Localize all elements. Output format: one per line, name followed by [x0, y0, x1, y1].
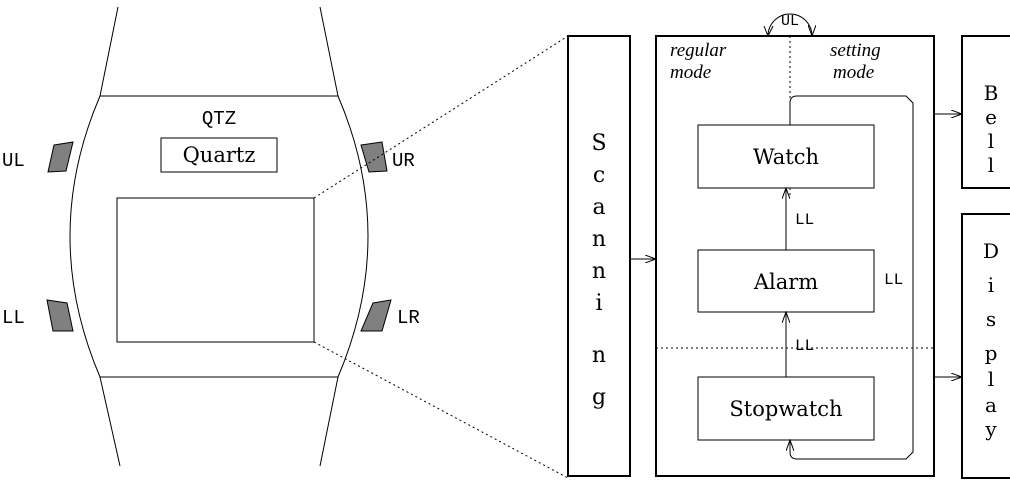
controller-box — [655, 35, 935, 477]
watch-drawing — [69, 6, 369, 467]
watch-brand: QTZ — [202, 108, 236, 130]
watch-strap-bottom — [99, 376, 339, 467]
button-lower-left[interactable] — [46, 299, 74, 332]
button-label-ur: UR — [392, 150, 415, 172]
state-alarm-label: Alarm — [753, 270, 818, 294]
display-letter: s — [986, 307, 996, 331]
watch-case — [69, 95, 369, 378]
scanning-letter: g — [592, 385, 606, 410]
regular-mode-label-line1: regular — [670, 40, 727, 61]
mode-labels: regular mode setting mode — [670, 40, 881, 83]
bell-label: B e l l — [984, 81, 999, 177]
mode-toggle-loop — [767, 13, 812, 36]
bell-letter: e — [985, 105, 997, 129]
bell-letter: B — [984, 81, 999, 105]
transition-label-watch-to-stopwatch: LL — [884, 271, 903, 289]
scanning-letter: n — [592, 343, 606, 368]
watch-screen — [116, 197, 315, 343]
button-label-ul: UL — [2, 150, 25, 172]
scanning-box — [567, 35, 631, 477]
display-letter: p — [985, 341, 998, 365]
quartz-label-box — [160, 137, 278, 173]
scanning-letter: S — [591, 131, 606, 156]
setting-mode-label-line2: mode — [833, 62, 874, 83]
regular-mode-label-line2: mode — [670, 62, 711, 83]
scanning-letter: a — [592, 195, 605, 220]
button-upper-left[interactable] — [47, 141, 74, 173]
bell-letter: l — [988, 153, 994, 177]
button-label-lr: LR — [397, 307, 420, 329]
scanning-letter: n — [592, 227, 606, 252]
state-stopwatch-label: Stopwatch — [729, 397, 842, 421]
scanning-letter: i — [595, 291, 602, 316]
scanning-letter: n — [592, 259, 606, 284]
scanning-label: S c a n n i n g — [591, 131, 606, 410]
scanning-letter: c — [593, 163, 605, 188]
zoom-lines — [313, 35, 569, 479]
display-box — [961, 213, 1010, 479]
display-letter: l — [988, 367, 994, 391]
display-letter: a — [985, 393, 997, 417]
transition-label-alarm-to-watch: LL — [795, 211, 814, 229]
display-letter: i — [988, 273, 994, 297]
setting-mode-label-line1: setting — [830, 40, 881, 61]
watch-strap-top — [99, 6, 339, 97]
bell-letter: l — [988, 129, 994, 153]
quartz-label: Quartz — [183, 143, 256, 167]
mode-toggle-arrowhead-left — [763, 25, 774, 38]
mode-toggle-label: UL — [781, 13, 799, 30]
display-label: D i s p l a y — [983, 239, 999, 441]
state-watch-label: Watch — [753, 145, 819, 169]
bell-box — [961, 35, 1010, 189]
mode-partitions — [656, 36, 934, 349]
transition-watch-to-stopwatch — [790, 95, 914, 460]
button-label-ll: LL — [2, 307, 25, 329]
button-lower-right[interactable] — [360, 299, 392, 332]
transition-label-stopwatch-to-alarm: LL — [795, 337, 814, 355]
display-letter: y — [984, 417, 997, 441]
button-upper-right[interactable] — [360, 141, 388, 173]
display-letter: D — [983, 239, 999, 263]
